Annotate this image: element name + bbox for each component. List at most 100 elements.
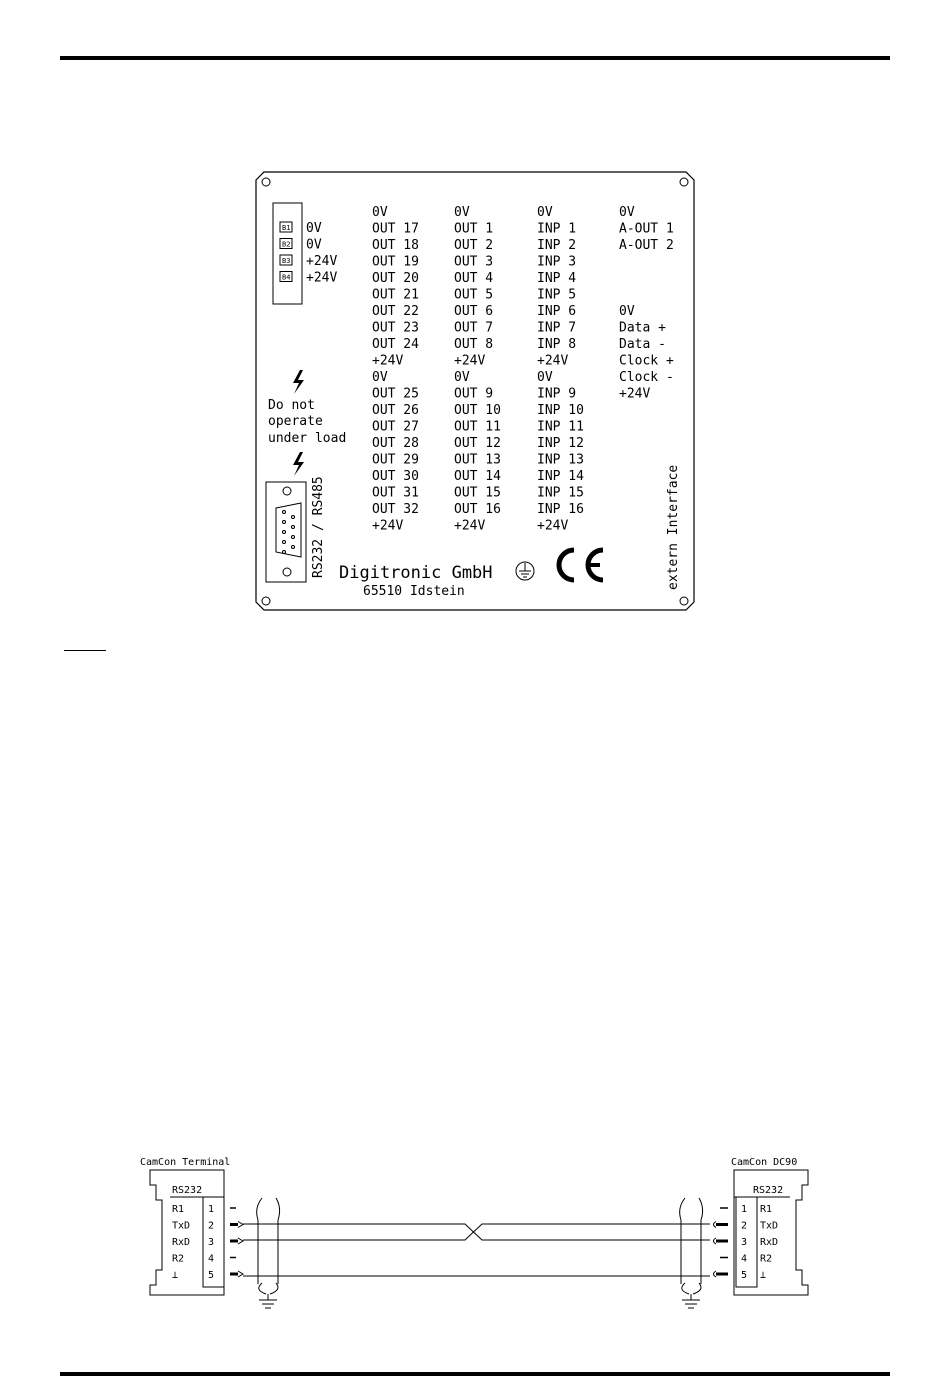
terminal-label: 0V	[619, 205, 635, 220]
terminal-label: OUT 17	[372, 222, 419, 237]
connector-frame	[265, 481, 307, 583]
terminal-label: OUT 28	[372, 436, 419, 451]
wire-rxd-to-txd	[243, 1223, 710, 1241]
terminal-label: INP 2	[537, 238, 576, 253]
bridge-value: +24V	[306, 254, 337, 269]
right-pin-socket	[713, 1237, 717, 1245]
terminal-label: +24V	[619, 387, 650, 402]
left-pin-socket	[237, 1270, 244, 1278]
terminal-label: OUT 26	[372, 403, 419, 418]
terminal-label: OUT 10	[454, 403, 501, 418]
terminal-label: OUT 6	[454, 304, 493, 319]
right-port-label: RS232	[753, 1185, 783, 1196]
terminal-label: Data +	[619, 321, 666, 336]
bridge-label: B2	[282, 241, 290, 249]
terminal-label: INP 4	[537, 271, 576, 286]
bridge-block	[272, 202, 303, 305]
left-pin-number: 5	[208, 1270, 214, 1281]
terminal-label: OUT 12	[454, 436, 501, 451]
terminal-label: 0V	[537, 370, 553, 385]
right-signal-label: RxD	[760, 1237, 778, 1248]
right-pin-socket	[713, 1270, 717, 1278]
terminal-label: OUT 21	[372, 288, 419, 303]
left-device-title: CamCon Terminal	[140, 1157, 230, 1168]
company-address: 65510 Idstein	[363, 584, 465, 599]
left-pin-block	[202, 1196, 225, 1288]
left-signal-label: TxD	[172, 1221, 190, 1232]
right-pin-number: 3	[741, 1237, 747, 1248]
terminal-label: Data -	[619, 337, 666, 352]
dsub-shell	[275, 502, 302, 558]
terminal-label: +24V	[537, 519, 568, 534]
terminal-label: OUT 11	[454, 420, 501, 435]
ce-mark-icon	[556, 547, 604, 583]
terminal-label: INP 6	[537, 304, 576, 319]
right-pin-block	[735, 1196, 758, 1288]
right-device-title: CamCon DC90	[731, 1157, 797, 1168]
left-pin-number: 4	[208, 1254, 214, 1265]
terminal-label: INP 5	[537, 288, 576, 303]
terminal-label: OUT 20	[372, 271, 419, 286]
right-pin-socket	[713, 1221, 717, 1228]
right-signal-label: R1	[760, 1204, 772, 1215]
bridge-box	[279, 238, 293, 249]
left-pin-socket	[237, 1237, 244, 1245]
terminal-label: +24V	[454, 354, 485, 369]
left-signal-label: R1	[172, 1204, 184, 1215]
terminal-label: INP 10	[537, 403, 584, 418]
right-cable-shield	[679, 1197, 704, 1309]
terminal-label: OUT 23	[372, 321, 419, 336]
terminal-label: OUT 3	[454, 255, 493, 270]
terminal-label: OUT 16	[454, 502, 501, 517]
terminal-label: OUT 31	[372, 486, 419, 501]
terminal-label: OUT 13	[454, 453, 501, 468]
terminal-label: Clock -	[619, 370, 674, 385]
right-pin-number: 2	[741, 1221, 747, 1232]
warning-line-3: under load	[268, 431, 346, 446]
terminal-label: INP 3	[537, 255, 576, 270]
terminal-label: OUT 9	[454, 387, 493, 402]
mount-hole	[261, 596, 271, 606]
terminal-label: A-OUT 2	[619, 238, 674, 253]
ground-icon	[515, 561, 535, 581]
terminal-label: OUT 32	[372, 502, 419, 517]
bridge-label: B1	[282, 224, 290, 232]
terminal-label: OUT 25	[372, 387, 419, 402]
terminal-label: A-OUT 1	[619, 222, 674, 237]
bridge-value: +24V	[306, 271, 337, 286]
warning-line-1: Do not	[268, 398, 315, 413]
terminal-label: +24V	[372, 354, 403, 369]
lightning-icon	[293, 370, 304, 394]
terminal-label: OUT 7	[454, 321, 493, 336]
connector-screw	[282, 486, 292, 496]
company-name: Digitronic GmbH	[339, 563, 493, 583]
left-port-label: RS232	[172, 1185, 202, 1196]
terminal-label: +24V	[454, 519, 485, 534]
right-signal-label: TxD	[760, 1221, 778, 1232]
terminal-label: INP 12	[537, 436, 584, 451]
left-pin-number: 3	[208, 1237, 214, 1248]
left-signal-label: R2	[172, 1254, 184, 1265]
terminal-label: OUT 4	[454, 271, 493, 286]
bridge-box	[279, 271, 293, 282]
bridge-box	[279, 221, 293, 233]
terminal-label: OUT 18	[372, 238, 419, 253]
terminal-label: Clock +	[619, 354, 674, 369]
terminal-label: INP 1	[537, 222, 576, 237]
terminal-label: 0V	[619, 304, 635, 319]
left-signal-label: ⊥	[172, 1270, 178, 1281]
right-signal-label: R2	[760, 1254, 772, 1265]
top-rule	[60, 56, 890, 60]
terminal-label: 0V	[454, 370, 470, 385]
terminal-label: 0V	[372, 205, 388, 220]
terminal-label: OUT 24	[372, 337, 419, 352]
terminal-label: OUT 2	[454, 238, 493, 253]
left-pin-socket	[237, 1221, 244, 1228]
right-pin-number: 5	[741, 1270, 747, 1281]
terminal-label: OUT 19	[372, 255, 419, 270]
right-connector-body	[733, 1169, 809, 1296]
